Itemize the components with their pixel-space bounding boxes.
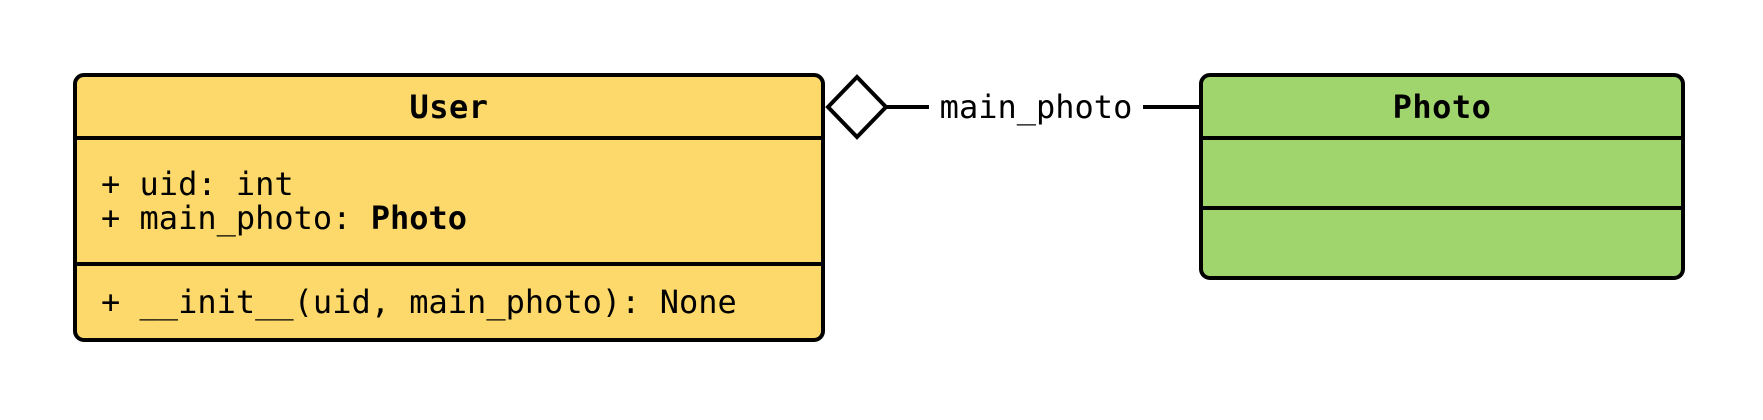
class-attributes-user: + uid: int + main_photo: Photo xyxy=(77,140,821,266)
aggregation-diamond-icon xyxy=(825,74,889,140)
class-title-photo: Photo xyxy=(1203,77,1681,140)
class-methods-photo xyxy=(1203,210,1681,276)
edge-label-main-photo: main_photo xyxy=(929,88,1143,126)
attribute-uid-text: + uid: int xyxy=(101,165,294,203)
attribute-main-photo-type: Photo xyxy=(370,199,468,237)
attribute-uid: + uid: int xyxy=(101,167,821,201)
class-node-user: User + uid: int + main_photo: Photo + __… xyxy=(73,73,825,342)
class-methods-user: + __init__(uid, main_photo): None xyxy=(77,266,821,338)
class-node-photo: Photo xyxy=(1199,73,1685,280)
attribute-main-photo: + main_photo: Photo xyxy=(101,201,821,235)
attribute-main-photo-text: + main_photo: xyxy=(101,199,371,237)
class-attributes-photo xyxy=(1203,140,1681,210)
method-init: + __init__(uid, main_photo): None xyxy=(101,283,737,321)
class-title-user: User xyxy=(77,77,821,140)
